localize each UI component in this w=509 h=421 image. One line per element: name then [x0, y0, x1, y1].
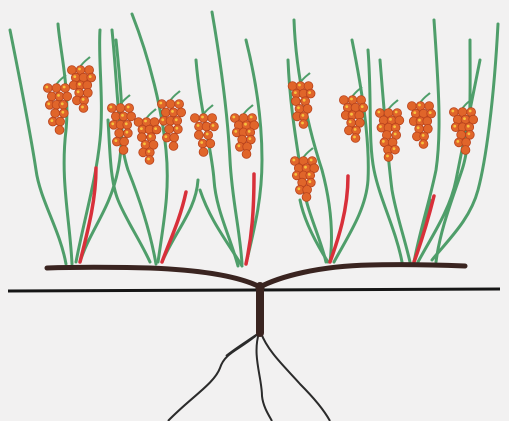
grape-berry — [384, 153, 393, 162]
grape-berry — [145, 156, 154, 165]
grape-berry — [210, 122, 219, 131]
grape-berry — [63, 92, 72, 101]
grape-cluster — [134, 109, 161, 164]
cordon-left — [47, 267, 262, 288]
fruiting-cane — [330, 176, 348, 262]
shoot — [10, 30, 66, 264]
grape-berry — [194, 131, 203, 140]
grape-berry — [208, 114, 217, 123]
ground-line — [8, 289, 500, 291]
grape-berry — [461, 146, 470, 155]
grape-berry — [302, 193, 311, 202]
grape-berry — [52, 84, 61, 93]
grape-berry — [177, 108, 186, 117]
grape-berry — [190, 114, 199, 123]
shoot — [58, 24, 72, 264]
grape-berry — [61, 84, 70, 93]
grape-berry — [59, 100, 68, 109]
grape-berry — [419, 140, 428, 149]
grape-berry — [199, 148, 208, 157]
grape-berry — [59, 109, 68, 118]
grape-berry — [56, 117, 65, 126]
grape-berry — [157, 100, 166, 109]
vine-trunk — [47, 265, 465, 333]
grape-berry — [55, 126, 64, 135]
grape-berry — [204, 131, 213, 140]
grape-berry — [107, 104, 116, 113]
grape-berry — [170, 133, 179, 142]
grape-berry — [391, 145, 400, 154]
grape-berry — [299, 120, 308, 129]
grape-berry — [351, 134, 360, 143]
grape-cluster — [339, 87, 367, 142]
grape-berry — [206, 139, 215, 148]
grape-cluster — [157, 91, 185, 150]
grape-berry — [119, 146, 128, 155]
grape-berry — [152, 125, 161, 134]
grape-berry — [306, 89, 315, 98]
grape-berry — [199, 114, 208, 123]
grape-cluster — [375, 100, 403, 161]
cordon-right — [258, 265, 465, 288]
grape-berry — [169, 142, 178, 151]
grape-berry — [173, 125, 182, 134]
grape-berry — [123, 120, 132, 129]
grape-berry — [115, 129, 124, 138]
grape-berry — [79, 104, 88, 113]
grape-berry — [127, 112, 136, 121]
shoot — [300, 200, 328, 262]
grape-cluster — [230, 105, 258, 158]
grape-berry — [173, 116, 182, 125]
grape-berry — [123, 129, 132, 138]
grape-cluster — [290, 148, 318, 201]
shoot — [196, 60, 238, 266]
grape-cluster — [190, 105, 218, 156]
grape-berry — [51, 109, 60, 118]
grape-berry — [116, 104, 125, 113]
grape-berry — [165, 125, 174, 134]
grape-berry — [175, 100, 184, 109]
shoot — [294, 20, 332, 262]
grape-cluster — [407, 93, 435, 148]
grape-berry — [242, 150, 251, 159]
grape-berry — [120, 137, 129, 146]
grape-cluster — [67, 57, 95, 112]
fruiting-cane — [246, 174, 254, 264]
grape-berry — [43, 84, 52, 93]
grape-berry — [166, 100, 175, 109]
grape-cluster — [107, 95, 135, 154]
grape-berry — [125, 104, 134, 113]
grape-cluster — [449, 99, 477, 154]
roots — [168, 333, 330, 421]
